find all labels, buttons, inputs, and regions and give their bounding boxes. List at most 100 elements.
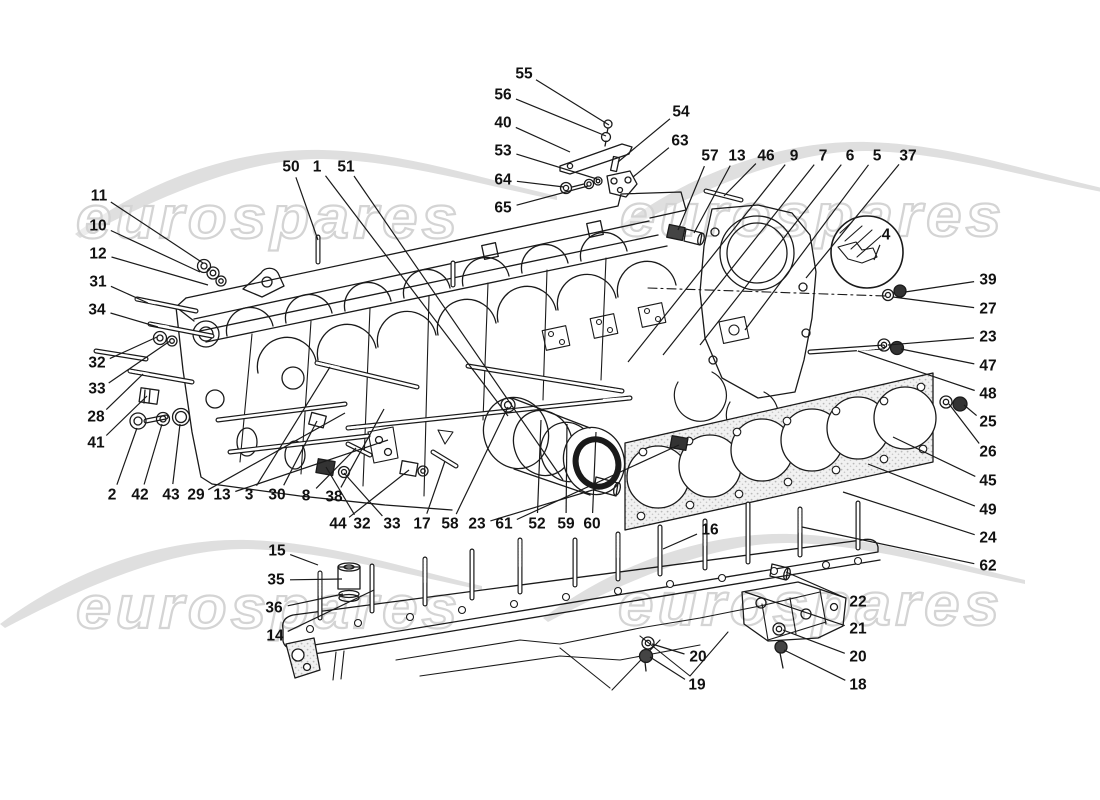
part-number-4-19: 4 (881, 226, 891, 244)
leader-line-12-33 (111, 256, 209, 286)
leader-line-35-61 (289, 578, 343, 581)
leader-line-1-9 (325, 175, 509, 417)
part-number-60-58: 60 (583, 515, 601, 533)
part-number-45-27: 45 (979, 472, 997, 490)
part-number-19-67: 19 (688, 676, 706, 694)
part-number-54-6: 54 (672, 103, 690, 121)
part-number-40-2: 40 (494, 114, 512, 132)
bell-housing-face (699, 204, 817, 399)
leader-line-47-23 (900, 348, 975, 365)
part-number-46-13: 46 (757, 147, 775, 165)
part-number-33-37: 33 (88, 380, 106, 398)
leader-line-37-18 (805, 164, 900, 279)
part-number-27-21: 27 (979, 300, 997, 318)
leader-line-58-53 (455, 406, 509, 515)
part-number-38-48: 38 (325, 488, 343, 506)
leader-line-51-10 (353, 175, 564, 481)
leader-line-56-1 (515, 98, 607, 137)
part-number-18-69: 18 (849, 676, 867, 694)
part-number-48-24: 48 (979, 385, 997, 403)
leader-line-4-19 (873, 244, 881, 261)
part-number-10-32: 10 (89, 217, 107, 235)
part-number-62-30: 62 (979, 557, 997, 575)
part-number-5-17: 5 (872, 147, 882, 165)
leader-line-34-35 (110, 312, 159, 328)
leader-line-49-28 (867, 463, 976, 507)
part-number-55-0: 55 (515, 65, 533, 83)
part-number-52-56: 52 (528, 515, 546, 533)
part-number-49-28: 49 (979, 501, 997, 519)
part-number-58-53: 58 (441, 515, 459, 533)
leader-line-19-67 (649, 656, 686, 680)
part-number-8-47: 8 (301, 487, 311, 505)
part-number-61-55: 61 (495, 515, 513, 533)
leader-line-28-38 (105, 373, 144, 411)
part-number-50-8: 50 (282, 158, 300, 176)
leader-line-45-27 (892, 436, 976, 477)
leader-line-43-42 (172, 423, 181, 485)
leader-line-46-13 (723, 163, 757, 197)
part-number-28-38: 28 (87, 408, 105, 426)
oil-sump (282, 500, 881, 691)
part-number-21-65: 21 (849, 620, 867, 638)
leader-line-6-16 (699, 164, 842, 346)
leader-line-27-21 (892, 296, 975, 309)
leader-line-32-50 (325, 466, 356, 516)
leader-line-48-24 (857, 350, 975, 392)
part-number-2-40: 2 (107, 486, 117, 504)
leader-line-25-25 (963, 404, 977, 417)
part-number-36-62: 36 (265, 599, 283, 617)
part-number-11-31: 11 (90, 187, 108, 205)
part-number-20-66: 20 (689, 648, 707, 666)
part-number-13-12: 13 (728, 147, 746, 165)
leader-line-61-55 (516, 444, 680, 521)
part-number-32-36: 32 (88, 354, 106, 372)
leader-line-63-7 (632, 147, 670, 178)
leader-line-5-17 (744, 164, 869, 331)
leader-line-9-14 (627, 164, 786, 363)
part-number-29-43: 29 (187, 486, 205, 504)
leader-line-36-62 (287, 593, 344, 607)
part-number-26-26: 26 (979, 443, 997, 461)
leader-line-2-40 (116, 427, 138, 485)
leader-line-33-37 (108, 340, 171, 384)
part-number-56-1: 56 (494, 86, 512, 104)
part-number-51-10: 51 (337, 158, 355, 176)
leader-line-50-8 (295, 177, 319, 241)
leader-line-24-29 (842, 491, 975, 536)
crankcase-block (175, 191, 779, 511)
leader-line-26-26 (948, 403, 980, 444)
leader-line-60-58 (592, 431, 597, 514)
part-number-25-25: 25 (979, 413, 997, 431)
leader-line-16-59 (662, 533, 698, 550)
swoosh-top-right (620, 141, 1100, 230)
leader-line-8-47 (315, 447, 357, 489)
watermark-text-top-left: eurospares (75, 183, 462, 252)
part-number-14-63: 14 (266, 627, 284, 645)
leader-line-3-45 (255, 366, 331, 487)
watermark-text-bottom-left: eurospares (75, 573, 462, 642)
top-bracket-assembly (559, 119, 638, 198)
part-number-23-54: 23 (468, 515, 486, 533)
leader-line-11-31 (110, 201, 204, 264)
cylinder-liners (482, 396, 626, 496)
part-number-43-42: 43 (162, 486, 180, 504)
part-number-35-61: 35 (267, 571, 285, 589)
leader-line-22-64 (785, 571, 846, 599)
leader-line-29-43 (208, 412, 346, 491)
leader-line-33-51 (343, 472, 383, 517)
part-number-9-14: 9 (789, 147, 799, 165)
part-number-44-49: 44 (329, 515, 347, 533)
part-number-59-57: 59 (557, 515, 575, 533)
leader-line-20-66 (651, 643, 685, 655)
part-number-63-7: 63 (671, 132, 689, 150)
leader-line-23-22 (887, 337, 975, 346)
part-number-65-5: 65 (494, 199, 512, 217)
leader-line-44-49 (348, 469, 410, 518)
leader-line-10-32 (110, 229, 201, 273)
part-number-3-45: 3 (244, 486, 254, 504)
swoosh-bottom-left (0, 539, 482, 628)
part-number-33-51: 33 (383, 515, 401, 533)
